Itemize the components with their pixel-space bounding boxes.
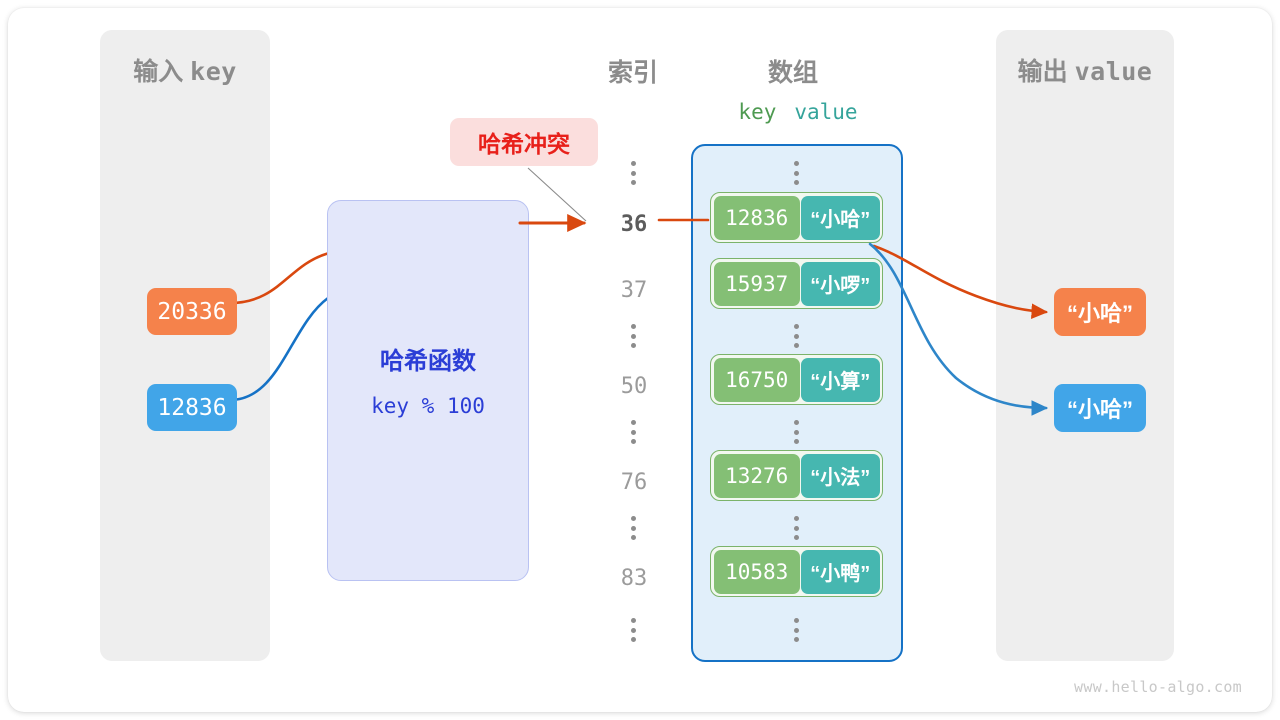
key-value-heading: key value	[708, 100, 888, 124]
index-ellipsis-bottom	[631, 618, 637, 642]
index-ellipsis-2	[631, 324, 637, 348]
array-column-heading: 数组	[767, 59, 818, 87]
output-panel: 输出 value	[996, 30, 1174, 661]
input-key-20336[interactable]: 20336	[147, 288, 237, 335]
cell-key-76: 13276	[713, 453, 800, 498]
cell-key-37: 15937	[713, 261, 800, 306]
index-ellipsis-3	[631, 420, 637, 444]
array-cell-36[interactable]: 12836 “小哈”	[710, 192, 883, 243]
index-ellipsis-top	[631, 161, 637, 185]
input-panel-title: 输入 key	[100, 52, 270, 88]
array-ellipsis-bottom	[794, 618, 800, 642]
output-title-cjk: 输出	[1017, 58, 1068, 86]
output-panel-title: 输出 value	[996, 52, 1174, 88]
kv-heading-value: value	[794, 100, 858, 124]
input-title-key: key	[190, 57, 237, 86]
output-value-blue[interactable]: “小哈”	[1054, 384, 1146, 432]
output-value-orange[interactable]: “小哈”	[1054, 288, 1146, 336]
diagram-stage: 输入 key 输出 value 索引 数组 key value 哈希函数 key …	[8, 8, 1272, 712]
hash-collision-badge: 哈希冲突	[450, 118, 598, 166]
cell-value-50: “小算”	[800, 357, 880, 402]
collision-leader-line	[527, 167, 587, 222]
index-label-76: 76	[620, 470, 648, 495]
input-key-12836[interactable]: 12836	[147, 384, 237, 431]
index-column-heading: 索引	[607, 59, 658, 87]
hash-function-box: 哈希函数 key % 100	[327, 200, 529, 581]
array-cell-37[interactable]: 15937 “小啰”	[710, 258, 883, 309]
cell-key-50: 16750	[713, 357, 800, 402]
cell-value-76: “小法”	[800, 453, 880, 498]
hash-function-title: 哈希函数	[380, 348, 476, 375]
array-cell-76[interactable]: 13276 “小法”	[710, 450, 883, 501]
cell-value-36: “小哈”	[800, 195, 880, 240]
cell-value-37: “小啰”	[800, 261, 880, 306]
array-ellipsis-3	[794, 420, 800, 444]
index-label-83: 83	[620, 566, 648, 591]
array-cell-50[interactable]: 16750 “小算”	[710, 354, 883, 405]
array-ellipsis-top	[794, 161, 800, 185]
hash-function-formula: key % 100	[371, 394, 485, 418]
index-ellipsis-4	[631, 516, 637, 540]
cell-value-83: “小鸭”	[800, 549, 880, 594]
input-panel: 输入 key	[100, 30, 270, 661]
index-label-37: 37	[620, 278, 648, 303]
diagram-card: 输入 key 输出 value 索引 数组 key value 哈希函数 key …	[8, 8, 1272, 712]
kv-heading-key: key	[738, 100, 777, 124]
index-label-50: 50	[620, 374, 648, 399]
array-ellipsis-2	[794, 324, 800, 348]
cell-key-36: 12836	[713, 195, 800, 240]
output-title-value: value	[1074, 57, 1153, 86]
watermark: www.hello-algo.com	[1074, 678, 1242, 696]
input-title-cjk: 输入	[133, 58, 184, 86]
cell-key-83: 10583	[713, 549, 800, 594]
array-ellipsis-4	[794, 516, 800, 540]
array-cell-83[interactable]: 10583 “小鸭”	[710, 546, 883, 597]
index-label-36: 36	[620, 212, 648, 237]
